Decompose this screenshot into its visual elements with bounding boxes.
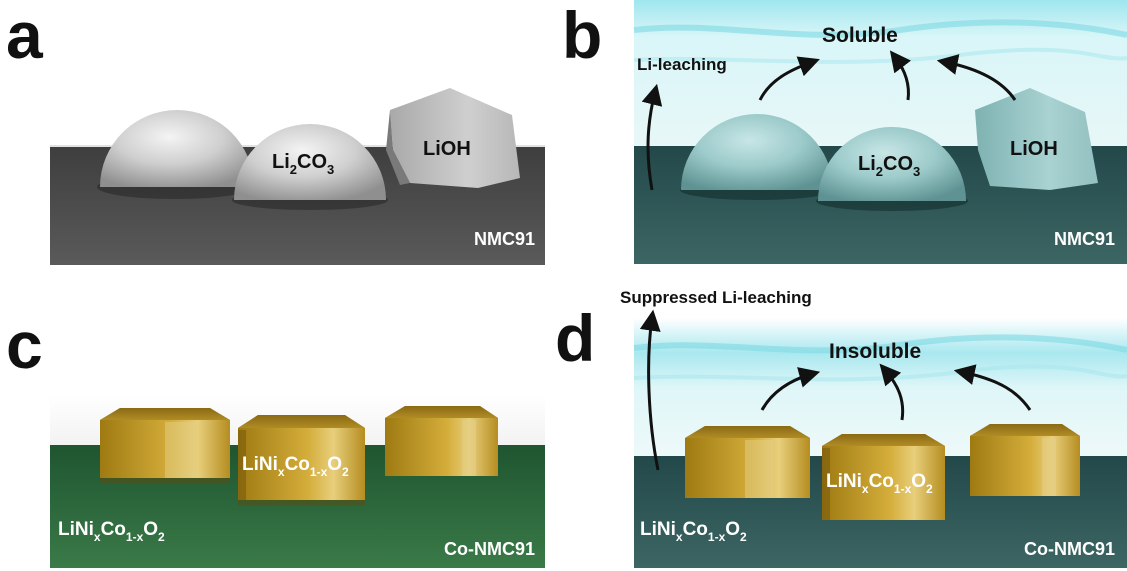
li2co3-particle-2	[818, 127, 966, 201]
substrate-label: NMC91	[1054, 229, 1115, 249]
label-li2co3: Li2CO3	[858, 153, 920, 179]
label-li2co3: Li2CO3	[272, 151, 334, 177]
label-lioh: LiOH	[423, 138, 471, 160]
li2co3-particle-1	[681, 114, 833, 190]
panel-c: LiNixCo1-xO2 LiNixCo1-xO2 Co-NMC91	[50, 395, 545, 568]
crystal-formula-side-label: LiNixCo1-xO2	[640, 519, 747, 544]
panel-d-letter: d	[555, 301, 596, 375]
dissolve-arrow-3	[953, 364, 1032, 411]
crystal-3	[970, 424, 1080, 496]
substrate-label: NMC91	[474, 229, 535, 249]
panel-b: Li-leaching Soluble Li2CO3 LiOH NMC91	[633, 0, 1127, 264]
soluble-label: Soluble	[822, 24, 898, 47]
substrate-label: Co-NMC91	[444, 539, 535, 559]
panel-c-letter: c	[6, 308, 43, 382]
panel-a-letter: a	[6, 0, 43, 72]
dissolve-arrow-1	[758, 56, 820, 101]
dissolve-arrow-2	[879, 363, 905, 421]
substrate-label: Co-NMC91	[1024, 539, 1115, 559]
suppressed-leaching-arrow	[639, 309, 661, 471]
insoluble-label: Insoluble	[829, 340, 921, 363]
panel-b-letter: b	[562, 0, 603, 72]
crystal-formula-side-label: LiNixCo1-xO2	[58, 519, 165, 544]
crystal-2	[822, 434, 945, 520]
dissolve-arrow-2	[889, 50, 912, 101]
lioh-particle	[975, 88, 1098, 190]
crystal-1	[685, 426, 810, 498]
dissolve-arrow-1	[760, 367, 821, 411]
crystal-2	[238, 415, 365, 506]
panel-a: Li2CO3 LiOH NMC91	[50, 88, 545, 265]
dissolve-arrow-3	[936, 54, 1017, 101]
li2co3-particle-2	[234, 124, 386, 200]
suppressed-leaching-label: Suppressed Li-leaching	[620, 288, 812, 307]
crystal-formula-label: LiNixCo1-xO2	[242, 454, 349, 479]
label-lioh: LiOH	[1010, 138, 1058, 160]
li2co3-particle-1	[100, 110, 254, 187]
leaching-arrow	[641, 83, 663, 191]
crystal-formula-label: LiNixCo1-xO2	[826, 471, 933, 496]
crystal-3	[385, 406, 498, 476]
lioh-particle	[390, 88, 520, 188]
crystal-1	[100, 408, 230, 484]
panel-d: Suppressed Li-leaching Insoluble LiNixCo…	[620, 288, 1127, 568]
li-leaching-label: Li-leaching	[637, 55, 727, 74]
